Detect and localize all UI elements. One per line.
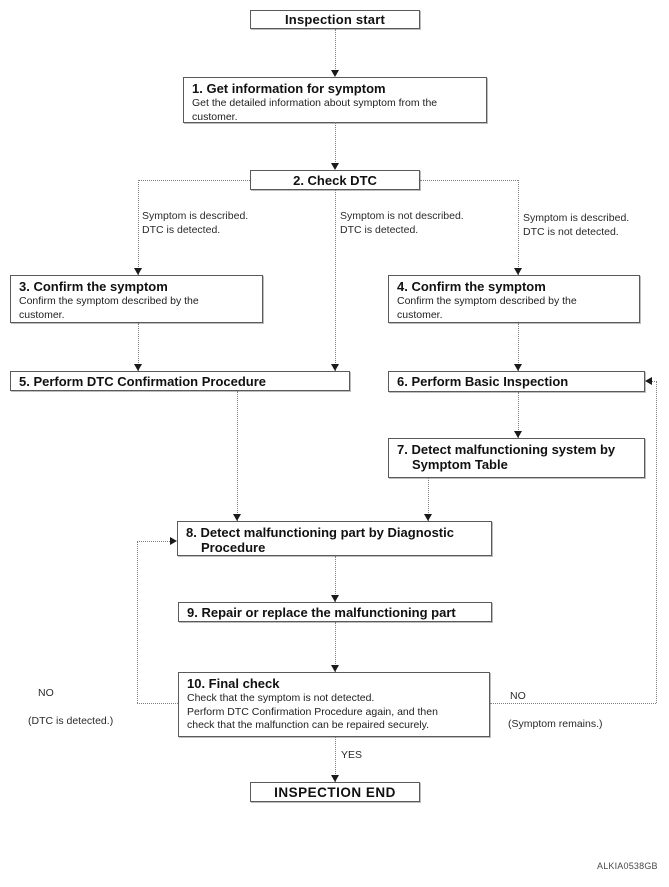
step-6-title: 6. Perform Basic Inspection xyxy=(397,374,569,389)
arrowhead-into-step5-left xyxy=(134,364,142,371)
feedback-left-vertical xyxy=(137,541,138,703)
feedback-left-horizontal-bottom xyxy=(137,703,178,704)
step-5-title: 5. Perform DTC Confirmation Procedure xyxy=(19,373,267,389)
step-4-box: 4. Confirm the symptom Confirm the sympt… xyxy=(388,275,640,323)
terminal-start-label: Inspection start xyxy=(285,12,385,27)
connector-step1-to-step2 xyxy=(335,122,336,164)
arrowhead-into-step4 xyxy=(514,268,522,275)
label-yes: YES xyxy=(341,749,363,761)
step-3-box: 3. Confirm the symptom Confirm the sympt… xyxy=(10,275,263,323)
step-7-box: 7. Detect malfunctioning system by Sympt… xyxy=(388,438,645,478)
arrowhead-into-step10 xyxy=(331,665,339,672)
arrowhead-into-step2 xyxy=(331,163,339,170)
step-1-desc: Get the detailed information about sympt… xyxy=(192,97,438,123)
terminal-inspection-end: INSPECTION END xyxy=(250,782,420,802)
branch-label-right: Symptom is described. DTC is not detecte… xyxy=(523,212,630,238)
label-no-symptom-remains: NO (Symptom remains.) xyxy=(508,675,603,731)
figure-code-watermark: ALKIA0538GB xyxy=(597,861,658,871)
feedback-right-vertical xyxy=(656,381,657,703)
arrowhead-into-step6 xyxy=(514,364,522,371)
connector-step7-to-step8 xyxy=(428,478,429,521)
step-4-desc: Confirm the symptom described by the cus… xyxy=(397,295,577,321)
feedback-right-horizontal-top xyxy=(651,381,657,382)
arrowhead-into-step7 xyxy=(514,431,522,438)
arrowhead-into-step5-middle xyxy=(331,364,339,371)
step-10-title: 10. Final check xyxy=(187,676,280,691)
step-10-desc: Check that the symptom is not detected. … xyxy=(187,692,438,731)
step-6-box: 6. Perform Basic Inspection xyxy=(388,371,645,392)
connector-step4-to-step6 xyxy=(518,323,519,371)
step-3-title: 3. Confirm the symptom xyxy=(19,279,168,294)
arrowhead-into-step9 xyxy=(331,595,339,602)
terminal-end-label: INSPECTION END xyxy=(274,784,396,800)
connector-step2-right-horizontal xyxy=(420,180,518,181)
arrowhead-into-end xyxy=(331,775,339,782)
arrowhead-feedback-into-step6 xyxy=(645,377,652,385)
connector-step2-left-horizontal xyxy=(138,180,250,181)
step-2-title: 2. Check DTC xyxy=(293,172,377,188)
step-7-title: 7. Detect malfunctioning system by Sympt… xyxy=(397,442,616,472)
step-9-box: 9. Repair or replace the malfunctioning … xyxy=(178,602,492,622)
connector-step2-to-step5 xyxy=(335,190,336,371)
connector-start-to-step1 xyxy=(335,29,336,71)
label-no-left-detail: (DTC is detected.) xyxy=(28,715,114,727)
feedback-right-horizontal-bottom xyxy=(490,703,656,704)
step-10-box: 10. Final check Check that the symptom i… xyxy=(178,672,490,737)
step-2-box: 2. Check DTC xyxy=(250,170,420,190)
step-1-box: 1. Get information for symptom Get the d… xyxy=(183,77,487,123)
connector-step2-to-step4 xyxy=(518,180,519,275)
step-5-box: 5. Perform DTC Confirmation Procedure xyxy=(10,371,350,391)
arrowhead-into-step8-left xyxy=(233,514,241,521)
connector-step6-to-step7 xyxy=(518,392,519,438)
connector-step9-to-step10 xyxy=(335,622,336,672)
arrowhead-into-step8-right xyxy=(424,514,432,521)
arrowhead-into-step1 xyxy=(331,70,339,77)
connector-step2-to-step3 xyxy=(138,180,139,275)
label-no-right-word: NO xyxy=(510,690,526,702)
step-4-title: 4. Confirm the symptom xyxy=(397,279,546,294)
step-9-title: 9. Repair or replace the malfunctioning … xyxy=(187,604,456,620)
feedback-left-horizontal-top xyxy=(137,541,170,542)
connector-step5-to-step8 xyxy=(237,391,238,521)
branch-label-left: Symptom is described. DTC is detected. xyxy=(142,210,249,236)
label-no-dtc-detected: NO (DTC is detected.) xyxy=(28,672,113,728)
arrowhead-into-step3 xyxy=(134,268,142,275)
connector-step3-to-step5 xyxy=(138,323,139,371)
step-1-title: 1. Get information for symptom xyxy=(192,81,386,96)
connector-step10-to-end xyxy=(335,737,336,782)
branch-label-middle: Symptom is not described. DTC is detecte… xyxy=(340,210,464,236)
label-no-left-word: NO xyxy=(38,687,54,699)
step-8-title: 8. Detect malfunctioning part by Diagnos… xyxy=(186,525,454,555)
label-no-right-detail: (Symptom remains.) xyxy=(508,718,603,730)
step-8-box: 8. Detect malfunctioning part by Diagnos… xyxy=(177,521,492,556)
arrowhead-feedback-into-step8 xyxy=(170,537,177,545)
step-3-desc: Confirm the symptom described by the cus… xyxy=(19,295,199,321)
terminal-inspection-start: Inspection start xyxy=(250,10,420,29)
connector-step8-to-step9 xyxy=(335,556,336,602)
